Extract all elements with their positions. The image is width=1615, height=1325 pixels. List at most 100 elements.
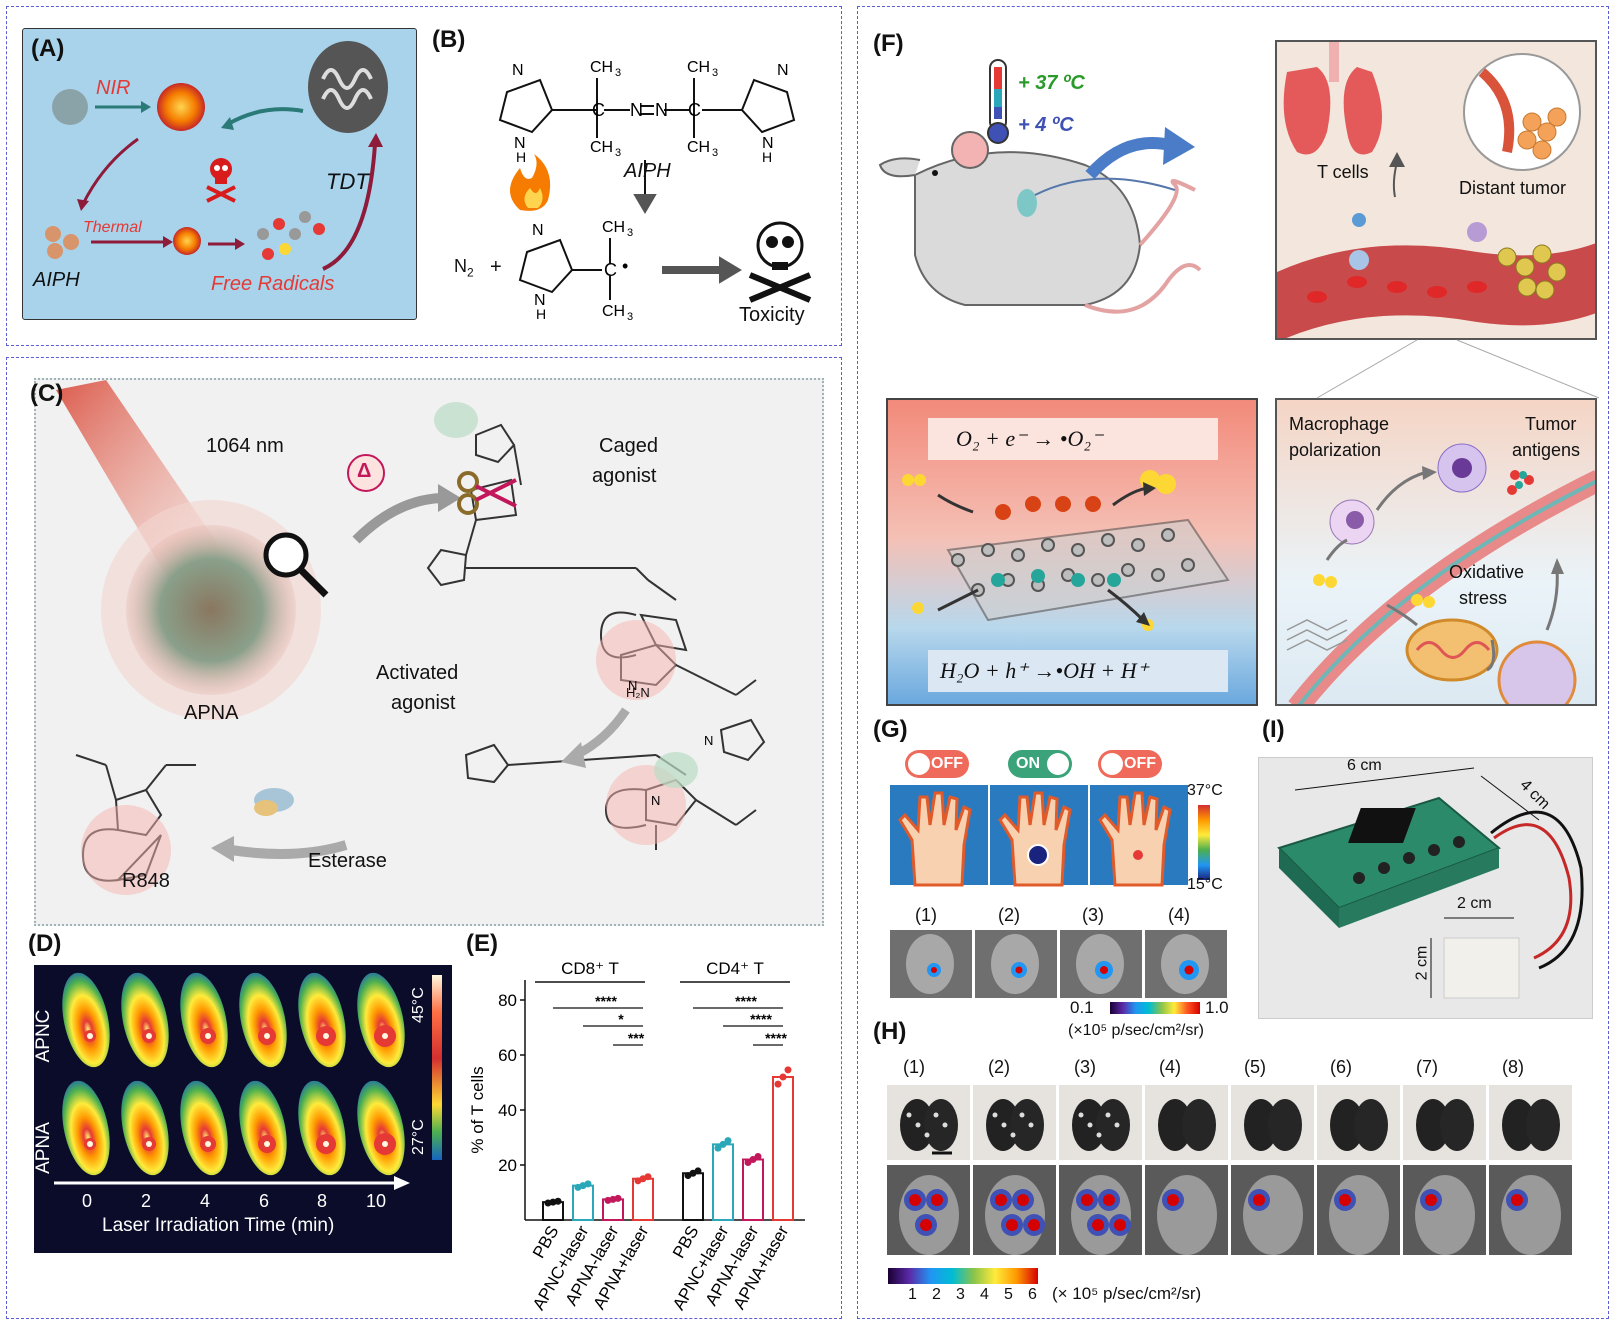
svg-text:C: C (604, 260, 617, 280)
g-num-4: (4) (1168, 905, 1190, 925)
metastasis-nodule (1105, 1112, 1111, 1118)
lung-lobe (1010, 1099, 1044, 1151)
radical-molecule-icon (257, 211, 325, 260)
time-10: 10 (366, 1191, 387, 1211)
g-scale-min: 15°C (1187, 876, 1223, 893)
mouse-silhouette (1157, 1175, 1217, 1255)
metastasis-nodule (1019, 1112, 1025, 1118)
panel-c-diagram: N N N (56, 380, 766, 895)
g-mouse-images (890, 930, 1227, 998)
lung-lobe (1244, 1099, 1278, 1151)
d-color-scale (432, 975, 442, 1160)
thermal-mouse (180, 1080, 228, 1176)
tumor-antigens-label-2: antigens (1512, 440, 1581, 460)
tumor-antigens-label-1: Tumor (1525, 414, 1577, 434)
svg-text:N: N (704, 733, 713, 748)
g-num-3: (3) (1082, 905, 1104, 925)
bar (772, 1076, 794, 1221)
h-lum-scale (888, 1268, 1038, 1284)
data-point (774, 1080, 782, 1088)
signal-core (931, 967, 937, 973)
bli-signal-core (931, 1194, 943, 1206)
svg-text:C: C (592, 100, 605, 120)
lung-lobe (1268, 1099, 1302, 1151)
lung-lobe (1182, 1099, 1216, 1151)
h-num-4: (4) (1159, 1057, 1181, 1077)
svg-text:N: N (534, 292, 546, 309)
y-axis-label: % of T cells (468, 1066, 487, 1153)
bli-signal-core (1253, 1194, 1265, 1206)
signal-core (1100, 966, 1108, 974)
hot-spot-core (323, 1033, 329, 1039)
skull-icon (206, 158, 236, 203)
signal-core (1015, 966, 1023, 974)
bar (712, 1143, 734, 1221)
svg-text:N: N (532, 222, 544, 239)
svg-text:3: 3 (627, 227, 633, 239)
panel-b-label: (B) (432, 26, 466, 53)
svg-text:N: N (762, 135, 774, 152)
thermal-mouse (62, 972, 110, 1068)
switch-off-2[interactable]: OFF (1098, 750, 1162, 778)
svg-text:H: H (536, 306, 546, 322)
caged-label-1: Caged (599, 435, 658, 457)
g-lum-max: 1.0 (1205, 998, 1229, 1017)
panel-i-label: (I) (1262, 716, 1285, 743)
hot-spot-core (323, 1141, 329, 1147)
bli-signal-core (1339, 1194, 1351, 1206)
panel-a-diagram (45, 41, 388, 271)
h-num-5: (5) (1244, 1057, 1266, 1077)
toxicity-label: Toxicity (739, 304, 805, 326)
panel-f-label: (F) (873, 30, 904, 57)
bli-signal-core (1092, 1219, 1104, 1231)
delta-label: Δ (357, 460, 372, 482)
metastasis-nodule (1096, 1132, 1102, 1138)
svg-text:N: N (514, 135, 526, 152)
bli-signal-core (1114, 1219, 1126, 1231)
bli-signal-core (1103, 1194, 1115, 1206)
thermal-mouse (121, 972, 169, 1068)
data-point (644, 1173, 652, 1181)
signal-core (1184, 965, 1194, 975)
bli-signal-core (1167, 1194, 1179, 1206)
magnifier-icon (263, 532, 329, 598)
group-label: CD4⁺ T (706, 959, 764, 978)
row-label-apnc: APNC (33, 1009, 54, 1063)
n2-label: N2 (454, 256, 474, 280)
svg-text:3: 3 (615, 67, 621, 79)
distant-tumor-label: Distant tumor (1459, 178, 1567, 198)
time-2: 2 (141, 1191, 152, 1211)
wavelength-label: 1064 nm (206, 435, 284, 457)
lung-lobe (1526, 1099, 1560, 1151)
significance-mark: **** (765, 1030, 787, 1046)
bar (742, 1158, 764, 1221)
bli-signal-core (1006, 1219, 1018, 1231)
warm-spot (1133, 850, 1143, 860)
g-num-2: (2) (998, 905, 1020, 925)
thermal-mouse (239, 1080, 287, 1176)
frame-mid-left (6, 357, 842, 1319)
temp-hot-label: + 37 ºC (1018, 72, 1085, 94)
switch-on[interactable]: ON (1008, 750, 1072, 778)
switch-off-1[interactable]: OFF (905, 750, 969, 778)
y-tick-label: 40 (498, 1101, 517, 1120)
svg-text:N: N (512, 62, 524, 79)
svg-text:CH: CH (602, 219, 625, 236)
eq2-label: H₂O + h⁺ →•OH + H⁺ (940, 658, 1149, 683)
h-num-8: (8) (1502, 1057, 1524, 1077)
plus-label: + (490, 256, 502, 278)
svg-text:CH: CH (590, 59, 613, 76)
thermal-mouse (298, 972, 346, 1068)
svg-text:N: N (777, 62, 789, 79)
svg-text:CH: CH (687, 139, 710, 156)
data-point (754, 1152, 762, 1160)
panel-a-label: (A) (31, 35, 65, 62)
catalyst-lattice (902, 470, 1230, 631)
activated-label-2: agonist (391, 692, 456, 714)
panel-c-label: (C) (30, 380, 64, 407)
hand-icon (1098, 791, 1172, 887)
h-num-7: (7) (1416, 1057, 1438, 1077)
metastasis-nodule (1028, 1122, 1034, 1128)
h-tick-5: 5 (1004, 1286, 1013, 1303)
